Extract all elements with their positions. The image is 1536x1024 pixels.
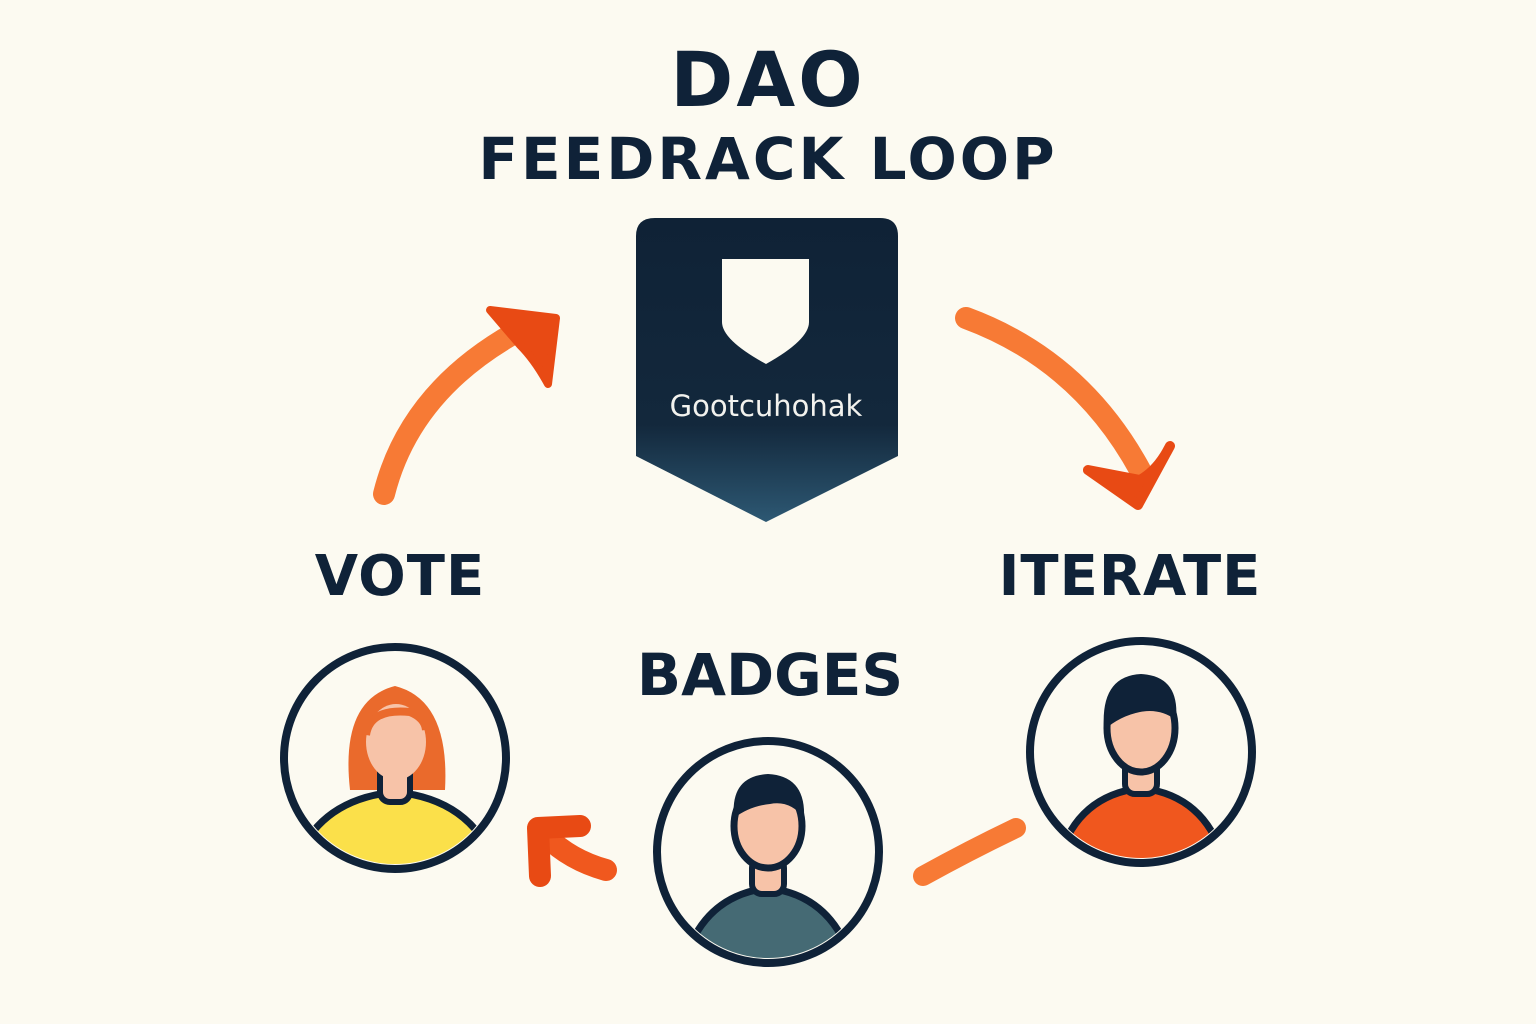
avatar-badges [653,737,883,967]
avatar-vote [280,643,510,873]
arrow-badges-to-vote [527,815,617,887]
diagram-title: DAO [670,35,866,124]
center-badge [636,218,898,522]
arrow-vote-to-center [373,306,560,505]
arrow-center-to-iterate [955,307,1175,510]
node-label-vote: VOTE [314,544,486,609]
diagram-subtitle: FEEDRACK LOOP [478,125,1058,193]
arrow-iterate-to-badges [913,818,1026,886]
node-label-iterate: ITERATE [998,544,1262,609]
shield-icon [722,259,809,364]
avatar-iterate [1026,637,1256,867]
badge-caption: Gootcuhohak [669,389,863,423]
node-label-badges: BADGES [636,641,904,709]
